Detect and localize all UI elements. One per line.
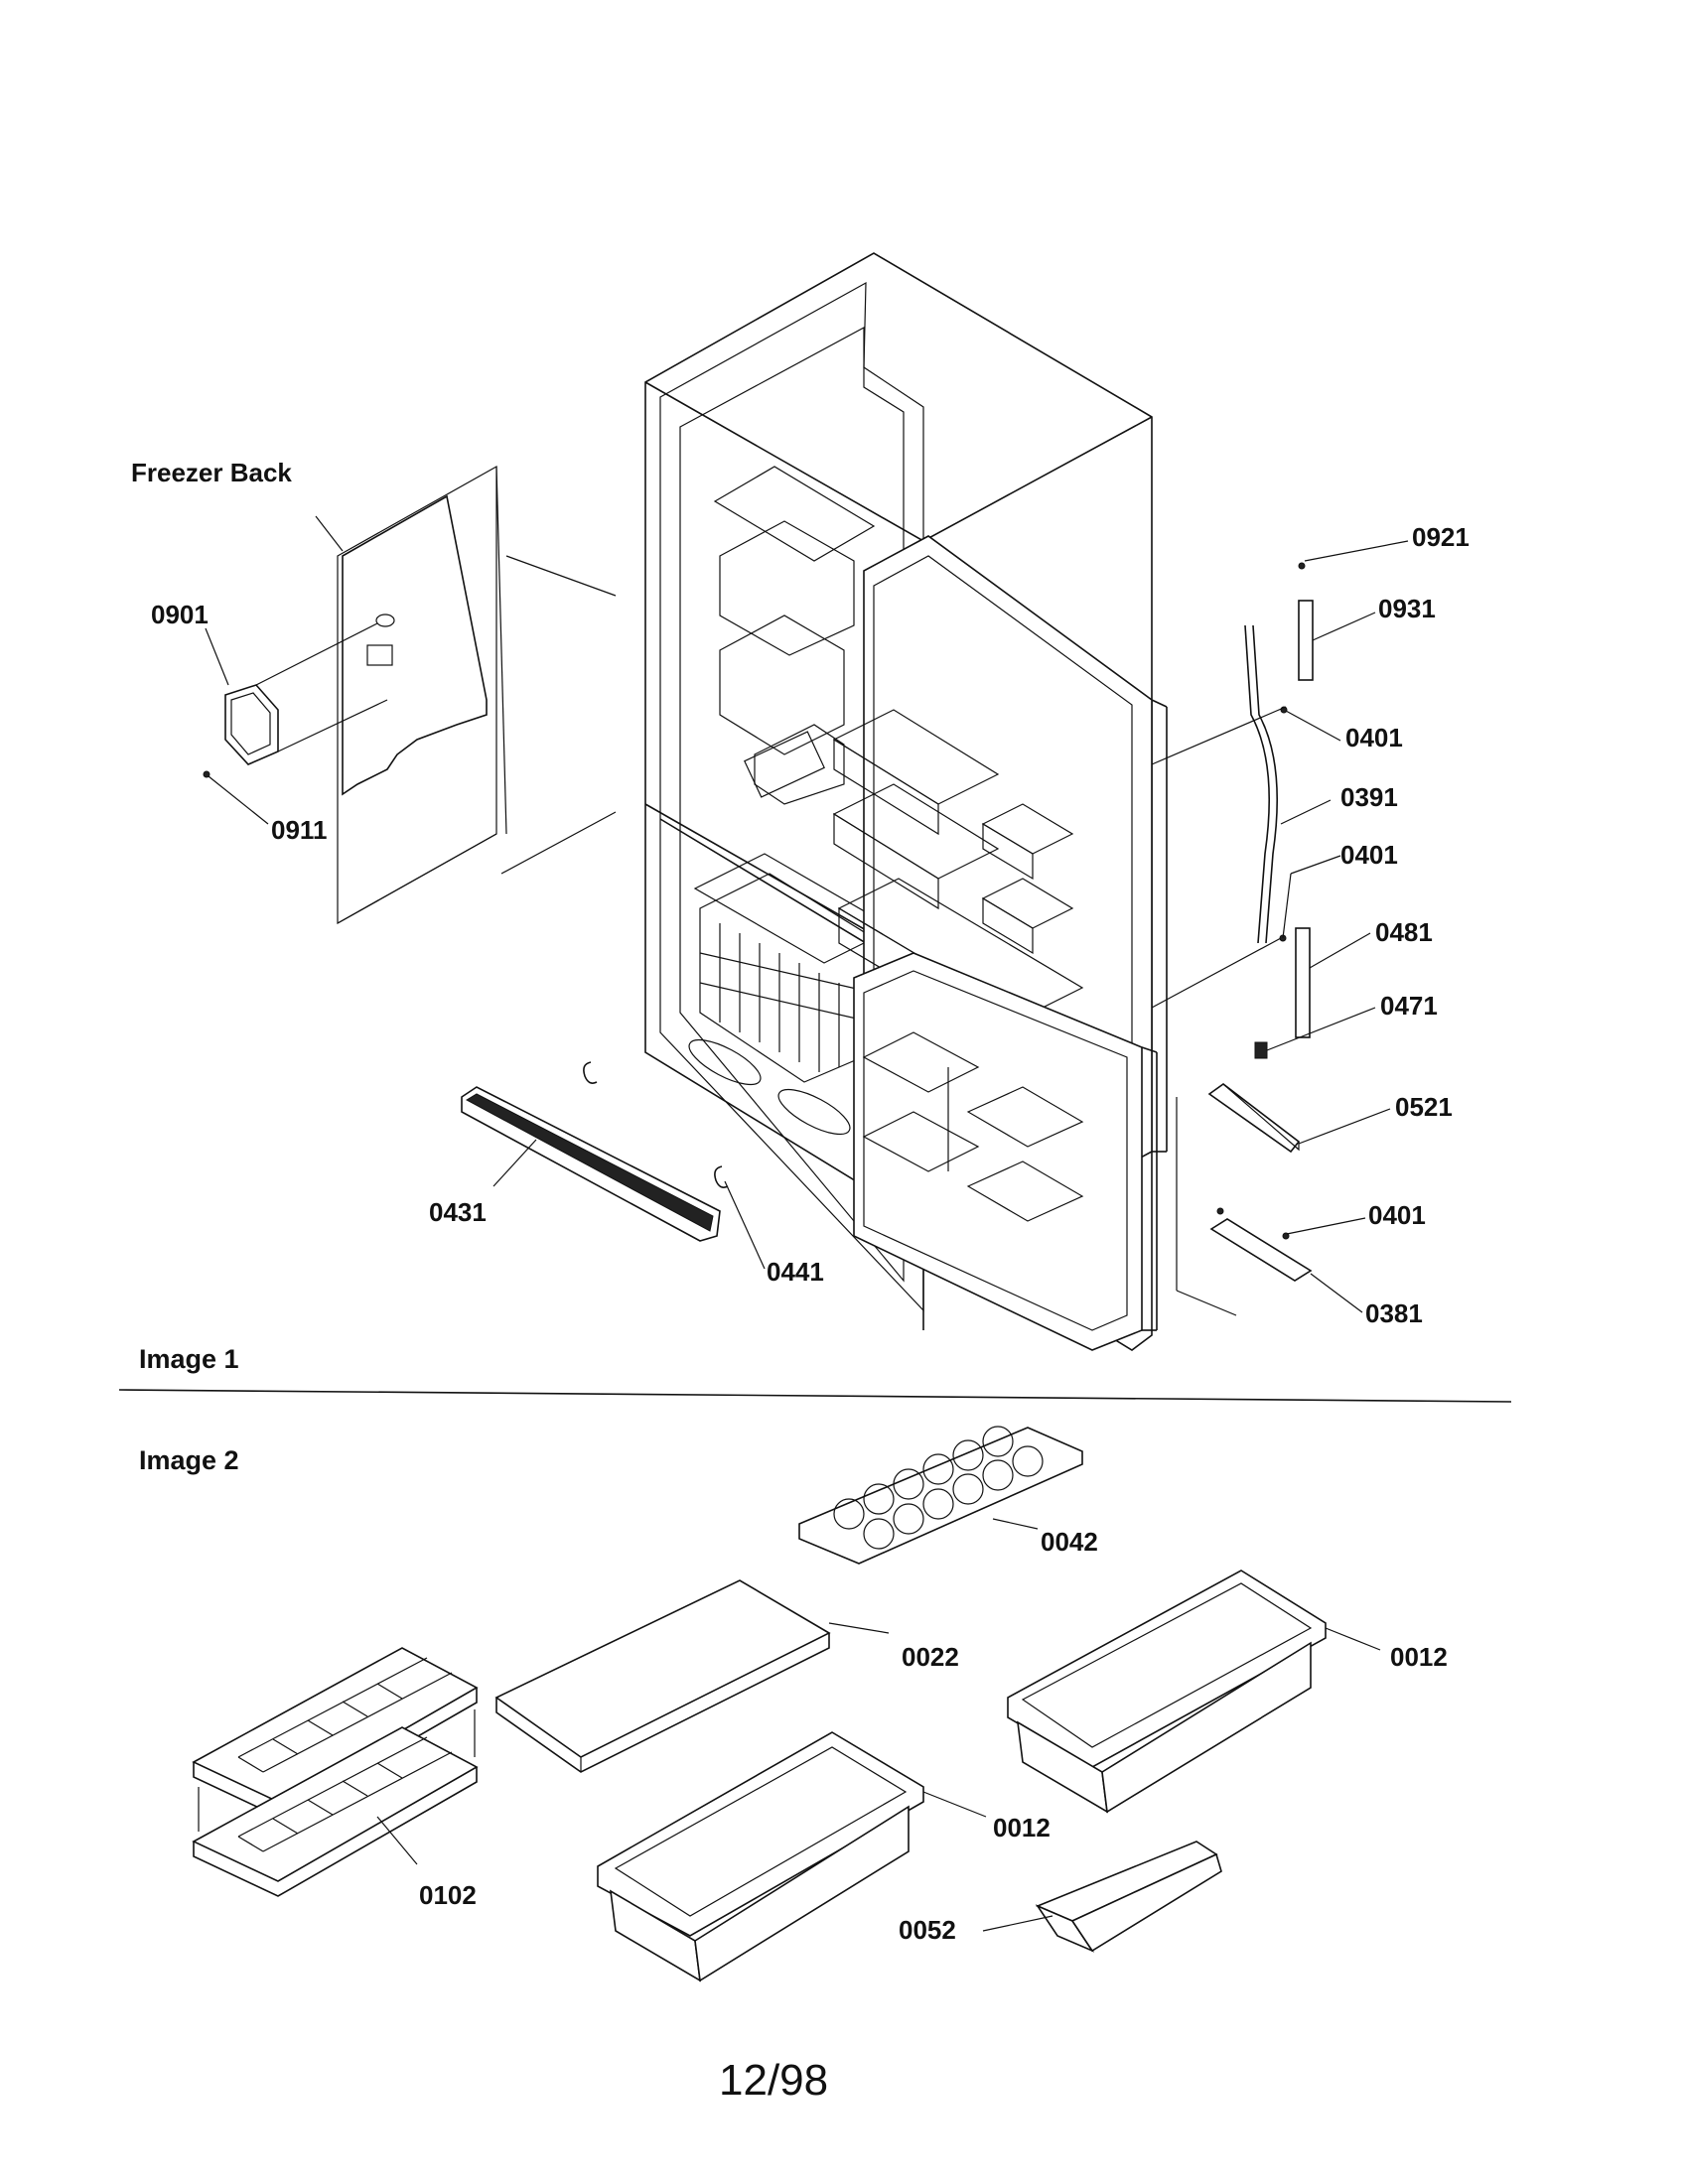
callout-0471: 0471 xyxy=(1380,991,1438,1021)
callout-0042: 0042 xyxy=(1041,1527,1098,1557)
callout-0931: 0931 xyxy=(1378,594,1436,623)
freezer-back-panel xyxy=(337,465,507,925)
callout-0441: 0441 xyxy=(767,1257,824,1287)
handle-assembly xyxy=(1151,562,1314,1059)
callout-0052: 0052 xyxy=(899,1915,956,1945)
callout-0521: 0521 xyxy=(1395,1092,1453,1122)
grille-kickplate xyxy=(461,1061,729,1242)
ice-cube-trays xyxy=(192,1647,479,1897)
callout-0102: 0102 xyxy=(419,1880,477,1910)
freezer-handle-assembly xyxy=(1176,1083,1313,1316)
egg-tray xyxy=(798,1426,1083,1565)
shelf-panel xyxy=(494,1579,831,1773)
evaporator-cover-part xyxy=(203,622,388,778)
freezer-door xyxy=(853,952,1158,1351)
callout-0012-right: 0012 xyxy=(1390,1642,1448,1672)
crisper-drawer-left xyxy=(597,1731,924,1982)
callout-0012-left: 0012 xyxy=(993,1813,1051,1843)
page-footer: 12/98 xyxy=(719,2056,828,2105)
callout-0391: 0391 xyxy=(1340,782,1398,812)
callout-0431: 0431 xyxy=(429,1197,487,1227)
callout-0901: 0901 xyxy=(151,600,209,629)
image-2-label: Image 2 xyxy=(139,1445,239,1475)
image-1-label: Image 1 xyxy=(139,1344,239,1374)
section-divider xyxy=(118,1389,1512,1403)
callout-0381: 0381 xyxy=(1365,1298,1423,1328)
butter-tray xyxy=(1035,1841,1222,1953)
callout-0401-lower: 0401 xyxy=(1368,1200,1426,1230)
callout-0921: 0921 xyxy=(1412,522,1470,552)
callout-0911: 0911 xyxy=(271,815,327,845)
callout-0022: 0022 xyxy=(902,1642,959,1672)
crisper-drawer-right xyxy=(1007,1570,1327,1814)
callout-0481: 0481 xyxy=(1375,917,1433,947)
callout-0401-middle: 0401 xyxy=(1340,840,1398,870)
callout-0401-upper: 0401 xyxy=(1345,723,1403,752)
leader-lines xyxy=(205,515,1409,1932)
freezer-back-label: Freezer Back xyxy=(131,458,292,487)
